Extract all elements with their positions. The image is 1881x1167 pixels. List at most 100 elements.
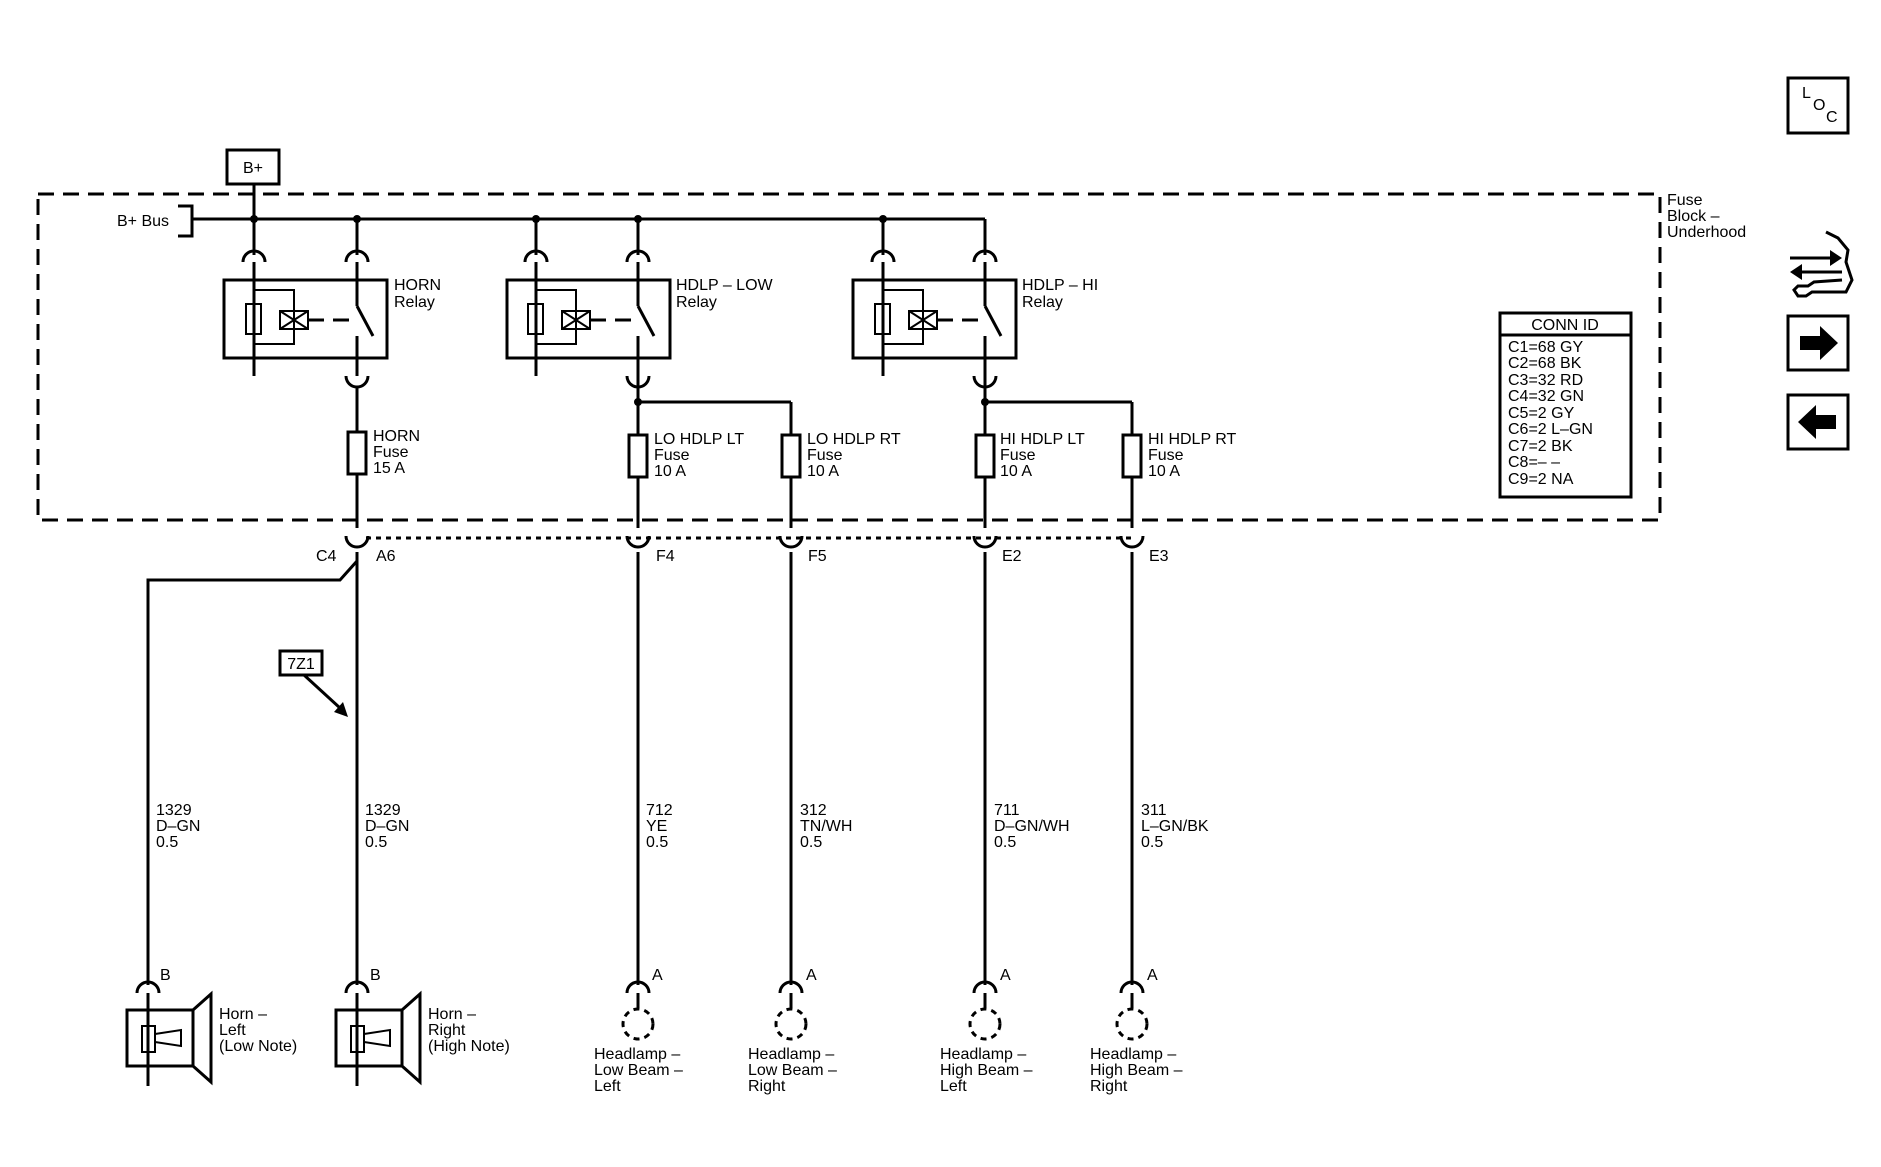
horn-relay-name: HORN xyxy=(394,277,441,294)
wire-horn-left xyxy=(146,552,359,985)
pin-f4: F4 xyxy=(656,548,675,565)
wire-4-gauge: 0.5 xyxy=(800,834,822,851)
headlamp-low-right-pin: A xyxy=(806,967,817,984)
horn-left-line1: Horn – xyxy=(219,1006,267,1023)
headlamp-low-left-line1: Headlamp – xyxy=(594,1046,680,1063)
wire-6-color: L–GN/BK xyxy=(1141,818,1209,835)
pin-e3: E3 xyxy=(1149,548,1169,565)
wire-5-color: D–GN/WH xyxy=(994,818,1070,835)
wire-3-circuit: 712 xyxy=(646,802,673,819)
hdlp-low-relay-name: HDLP – LOW xyxy=(676,277,774,294)
conn-id-item: C7=2 BK xyxy=(1508,438,1573,455)
wire-4-color: TN/WH xyxy=(800,818,852,835)
hdlp-low-relay: HDLP – LOW Relay xyxy=(505,249,774,376)
headlamp-high-left-line1: Headlamp – xyxy=(940,1046,1026,1063)
fuse-lo-lt-rating: 10 A xyxy=(654,463,686,480)
wire-1-gauge: 0.5 xyxy=(156,834,178,851)
conn-id-item: C2=68 BK xyxy=(1508,355,1582,372)
b-plus-bus-label: B+ Bus xyxy=(117,213,169,230)
horn-relay-sub: Relay xyxy=(394,294,435,311)
conn-id-title: CONN ID xyxy=(1531,317,1599,334)
wire-5-circuit: 711 xyxy=(994,802,1020,819)
headlamp-high-right-line1: Headlamp – xyxy=(1090,1046,1176,1063)
wire-3-color: YE xyxy=(646,818,667,835)
fuse-hi-hdlp-rt: HI HDLP RT Fuse 10 A xyxy=(1121,431,1237,480)
wire-5-gauge: 0.5 xyxy=(994,834,1016,851)
conn-id-item: C3=32 RD xyxy=(1508,372,1583,389)
connector-c4-label: C4 xyxy=(316,548,337,565)
wire-4-circuit: 312 xyxy=(800,802,827,819)
headlamp-high-right-line3: Right xyxy=(1090,1078,1128,1095)
callout-7z1-box xyxy=(278,649,324,677)
horn-relay: HORN Relay xyxy=(222,249,441,376)
conn-id-item: C9=2 NA xyxy=(1508,471,1574,488)
horn-right-line2: Right xyxy=(428,1022,466,1039)
wire-labels: 1329 D–GN 0.5 1329 D–GN 0.5 712 YE 0.5 3… xyxy=(156,802,1209,851)
horn-right-line1: Horn – xyxy=(428,1006,476,1023)
wire-1-color: D–GN xyxy=(156,818,200,835)
loc-l: L xyxy=(1802,85,1811,102)
callout-7z1-label: 7Z1 xyxy=(287,656,315,673)
headlamp-low-right-line1: Headlamp – xyxy=(748,1046,834,1063)
horn-left: B Horn – Left (Low Note) xyxy=(125,967,297,1086)
headlamp-low-right-line3: Right xyxy=(748,1078,786,1095)
hdlp-hi-relay: HDLP – HI Relay xyxy=(851,249,1098,376)
wrench-arrows-icon[interactable] xyxy=(1790,230,1854,298)
headlamp-low-right: A Headlamp – Low Beam – Right xyxy=(748,967,837,1095)
fuse-lo-hdlp-rt: LO HDLP RT Fuse 10 A xyxy=(780,431,901,480)
fuse-hi-rt-rating: 10 A xyxy=(1148,463,1180,480)
loc-c: C xyxy=(1826,109,1838,126)
fuse-horn-sub: Fuse xyxy=(373,444,409,461)
headlamp-high-right: A Headlamp – High Beam – Right xyxy=(1090,967,1183,1095)
headlamp-high-left-line3: Left xyxy=(940,1078,967,1095)
pin-f5: F5 xyxy=(808,548,827,565)
arrow-left-icon[interactable] xyxy=(1786,393,1850,451)
headlamp-high-right-pin: A xyxy=(1147,967,1158,984)
wire-3-gauge: 0.5 xyxy=(646,834,668,851)
fuse-hi-hdlp-lt: HI HDLP LT Fuse 10 A xyxy=(974,431,1085,480)
fuse-hi-lt-rating: 10 A xyxy=(1000,463,1032,480)
headlamp-low-right-line2: Low Beam – xyxy=(748,1062,837,1079)
hdlp-hi-relay-sub: Relay xyxy=(1022,294,1063,311)
b-plus-label: B+ xyxy=(243,160,263,177)
fuse-horn: HORN Fuse 15 A xyxy=(346,428,420,477)
fuse-horn-name: HORN xyxy=(373,428,420,445)
hdlp-low-relay-sub: Relay xyxy=(676,294,717,311)
fuse-hi-lt-sub: Fuse xyxy=(1000,447,1036,464)
wire-2-circuit: 1329 xyxy=(365,802,401,819)
wire-2-color: D–GN xyxy=(365,818,409,835)
fuse-horn-rating: 15 A xyxy=(373,460,405,477)
arrow-right-icon[interactable] xyxy=(1786,314,1850,372)
conn-id-table: CONN ID C1=68 GY C2=68 BK C3=32 RD C4=32… xyxy=(1498,311,1633,499)
fuse-lo-rt-sub: Fuse xyxy=(807,447,843,464)
fuse-lo-rt-name: LO HDLP RT xyxy=(807,431,901,448)
fuse-hi-lt-name: HI HDLP LT xyxy=(1000,431,1085,448)
wire-6-gauge: 0.5 xyxy=(1141,834,1163,851)
fuse-lo-lt-name: LO HDLP LT xyxy=(654,431,744,448)
horn-right: B Horn – Right (High Note) xyxy=(334,967,510,1086)
headlamp-low-left-pin: A xyxy=(652,967,663,984)
pin-e2: E2 xyxy=(1002,548,1022,565)
wire-2-gauge: 0.5 xyxy=(365,834,387,851)
fuse-lo-rt-rating: 10 A xyxy=(807,463,839,480)
conn-id-item: C6=2 L–GN xyxy=(1508,421,1593,438)
wire-1-circuit: 1329 xyxy=(156,802,192,819)
horn-left-line2: Left xyxy=(219,1022,246,1039)
horn-right-pin: B xyxy=(370,967,381,984)
headlamp-high-left-line2: High Beam – xyxy=(940,1062,1033,1079)
fuse-hi-rt-sub: Fuse xyxy=(1148,447,1184,464)
loc-button[interactable]: L O C xyxy=(1786,76,1850,135)
pin-a6: A6 xyxy=(376,548,396,565)
headlamp-low-left: A Headlamp – Low Beam – Left xyxy=(594,967,683,1095)
headlamp-high-right-line2: High Beam – xyxy=(1090,1062,1183,1079)
headlamp-high-left: A Headlamp – High Beam – Left xyxy=(940,967,1033,1095)
headlamp-high-left-pin: A xyxy=(1000,967,1011,984)
loc-o: O xyxy=(1813,97,1825,114)
fuse-block-label-1: Fuse xyxy=(1667,192,1703,209)
horn-left-pin: B xyxy=(160,967,171,984)
conn-id-item: C5=2 GY xyxy=(1508,405,1575,422)
conn-id-item: C8=– – xyxy=(1508,454,1560,471)
fuse-block-label-2: Block – xyxy=(1667,208,1720,225)
fuse-block-label-3: Underhood xyxy=(1667,224,1746,241)
